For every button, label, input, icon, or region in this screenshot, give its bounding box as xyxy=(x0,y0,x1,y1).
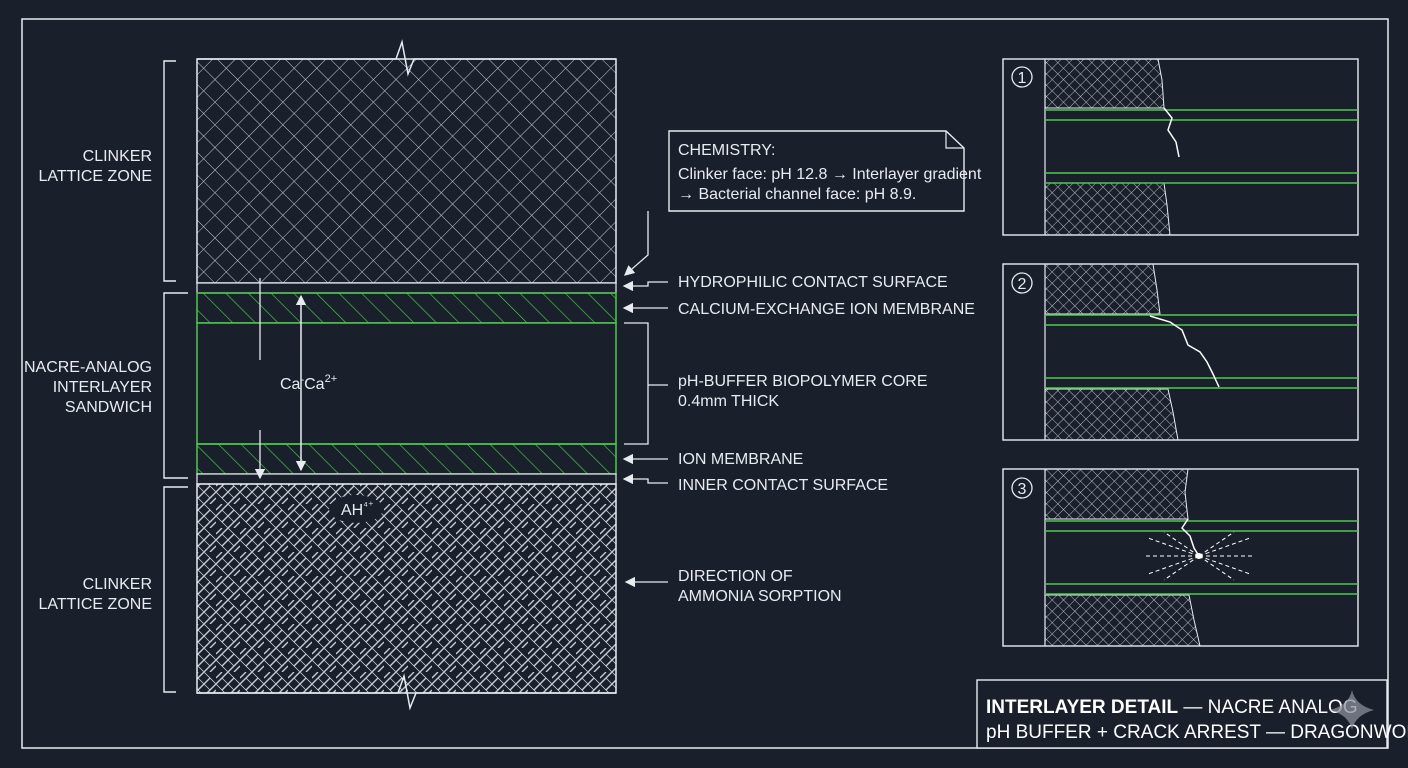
callout-ion-membrane: ION MEMBRANE xyxy=(678,451,803,468)
title-block: INTERLAYER DETAIL — NACRE ANALOG pH BUFF… xyxy=(976,679,1408,749)
bracket-clinker-bottom xyxy=(163,486,188,693)
biopolymer-core-layer xyxy=(196,322,617,445)
title-line-2: pH BUFFER + CRACK ARREST — DRAGONWORX xyxy=(986,722,1408,743)
chemistry-note-box xyxy=(668,130,965,212)
step-number-3: 3 xyxy=(1018,481,1027,498)
clinker-bottom-block xyxy=(196,483,617,694)
clinker-top-block xyxy=(196,58,617,284)
ammonium-blob xyxy=(329,495,383,523)
detail-panel-3: 3 xyxy=(1002,468,1359,647)
ion-membrane-layer xyxy=(196,443,617,475)
callout-calcium-membrane: CALCIUM-EXCHANGE ION MEMBRANE xyxy=(678,301,975,318)
step-badge-1 xyxy=(1011,66,1033,88)
crack-1 xyxy=(1163,107,1180,158)
zone-label-sandwich-1: NACRE-ANALOG xyxy=(24,359,152,376)
core-bracket xyxy=(624,322,649,445)
break-mark-top xyxy=(197,39,616,77)
zone-label-clinker-bottom-1: CLINKER xyxy=(83,576,152,593)
chemistry-line-1: Clinker face: pH 12.8 → Interlayer gradi… xyxy=(678,166,982,183)
chemistry-note: CHEMISTRY: Clinker face: pH 12.8 → Inter… xyxy=(624,130,982,276)
step-number-1: 1 xyxy=(1018,70,1027,87)
bracket-clinker-top xyxy=(163,60,176,282)
zone-label-clinker-bottom-2: LATTICE ZONE xyxy=(39,596,153,613)
chemistry-heading: CHEMISTRY: xyxy=(678,142,776,159)
break-mark-bottom xyxy=(197,673,616,711)
zone-brackets xyxy=(163,60,188,693)
zone-label-sandwich-2: INTERLAYER xyxy=(53,379,152,396)
zone-label-sandwich-3: SANDWICH xyxy=(65,399,152,416)
zone-label-clinker-top-1: CLINKER xyxy=(83,148,152,165)
sparkle-icon xyxy=(1330,690,1374,730)
callout-core-1: pH-BUFFER BIOPOLYMER CORE xyxy=(678,373,928,390)
callout-core-2: 0.4mm THICK xyxy=(678,393,779,410)
zone-labels: CLINKER LATTICE ZONE NACRE-ANALOG INTERL… xyxy=(24,148,152,613)
crack-3 xyxy=(1181,518,1200,557)
step-number-2: 2 xyxy=(1018,276,1027,293)
callout-direction-2: AMMONIA SORPTION xyxy=(678,588,842,605)
calcium-membrane-layer xyxy=(196,292,617,324)
crack-2 xyxy=(1149,315,1220,388)
callout-inner-surface: INNER CONTACT SURFACE xyxy=(678,477,888,494)
drawing-border xyxy=(21,18,1389,749)
callouts: HYDROPHILIC CONTACT SURFACE CALCIUM-EXCH… xyxy=(622,274,975,605)
step-badge-3 xyxy=(1011,477,1033,499)
detail-panel-2: 2 xyxy=(1002,263,1359,441)
main-section: Ca-Ca2+ AH⁴⁺ xyxy=(196,39,617,711)
ammonium-ion-label: AH⁴⁺ xyxy=(341,500,374,519)
bracket-sandwich xyxy=(163,292,188,479)
chemistry-leader xyxy=(624,211,649,276)
zone-label-clinker-top-2: LATTICE ZONE xyxy=(39,168,153,185)
callout-direction-1: DIRECTION OF xyxy=(678,568,793,585)
calcium-ion-label: Ca-Ca2+ xyxy=(280,373,337,393)
crack-arrest-burst xyxy=(1143,531,1255,581)
step-badge-2 xyxy=(1011,272,1033,294)
title-line-1: INTERLAYER DETAIL — NACRE ANALOG xyxy=(986,697,1358,718)
callout-hydrophilic: HYDROPHILIC CONTACT SURFACE xyxy=(678,274,948,291)
chemistry-line-2: → Bacterial channel face: pH 8.9. xyxy=(678,186,916,203)
detail-panel-1: 1 xyxy=(1002,58,1359,236)
